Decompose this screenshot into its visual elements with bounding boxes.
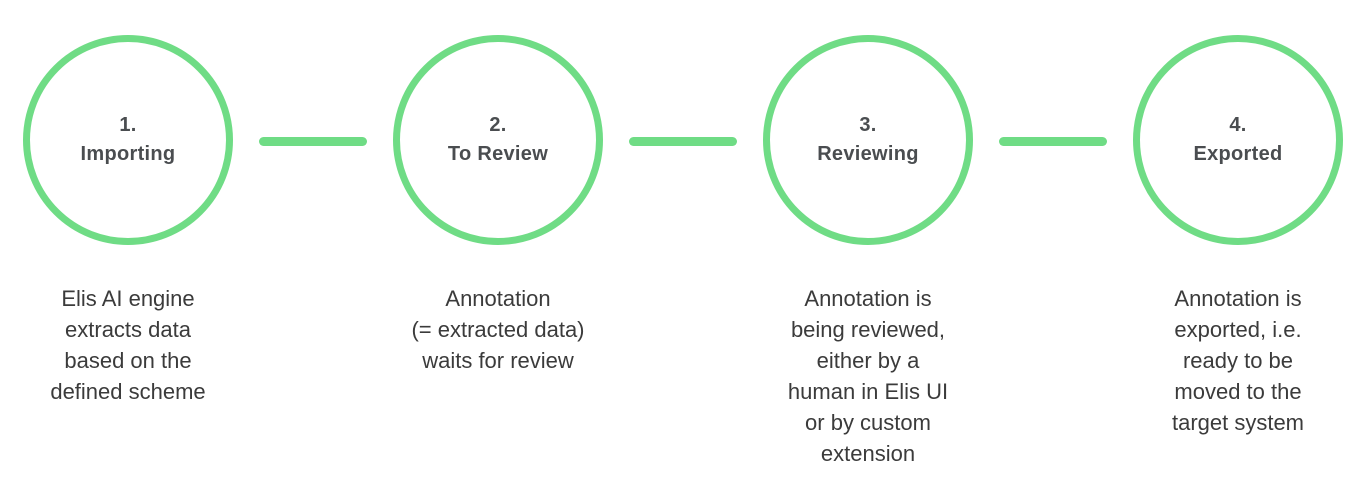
step-number: 2. <box>489 114 507 136</box>
step-description: Elis AI engine extracts data based on th… <box>50 286 206 404</box>
step-reviewing: 3. Reviewing Annotation is being reviewe… <box>763 35 973 469</box>
step-title: Reviewing <box>817 143 919 165</box>
step-circle: 3. Reviewing <box>763 35 973 245</box>
step-number: 4. <box>1229 114 1247 136</box>
step-title: Importing <box>80 143 176 165</box>
connector-gap <box>973 35 1133 146</box>
step-description: Annotation is being reviewed, either by … <box>787 286 949 466</box>
connector-gap <box>233 35 393 146</box>
connector-dash <box>259 137 367 146</box>
step-importing: 1. Importing Elis AI engine extracts dat… <box>23 35 233 407</box>
step-exported: 4. Exported Annotation is exported, i.e.… <box>1133 35 1343 438</box>
step-number: 1. <box>119 114 137 136</box>
connector-dash <box>629 137 737 146</box>
step-description: Annotation is exported, i.e. ready to be… <box>1171 286 1305 435</box>
step-number: 3. <box>859 114 877 136</box>
step-circle: 2. To Review <box>393 35 603 245</box>
step-circle: 4. Exported <box>1133 35 1343 245</box>
connector-gap <box>603 35 763 146</box>
step-circle: 1. Importing <box>23 35 233 245</box>
step-description: Annotation (= extracted data) waits for … <box>411 286 585 373</box>
step-title: To Review <box>447 143 549 165</box>
connector-dash <box>999 137 1107 146</box>
step-title: Exported <box>1193 143 1283 165</box>
step-to-review: 2. To Review Annotation (= extracted dat… <box>393 35 603 376</box>
